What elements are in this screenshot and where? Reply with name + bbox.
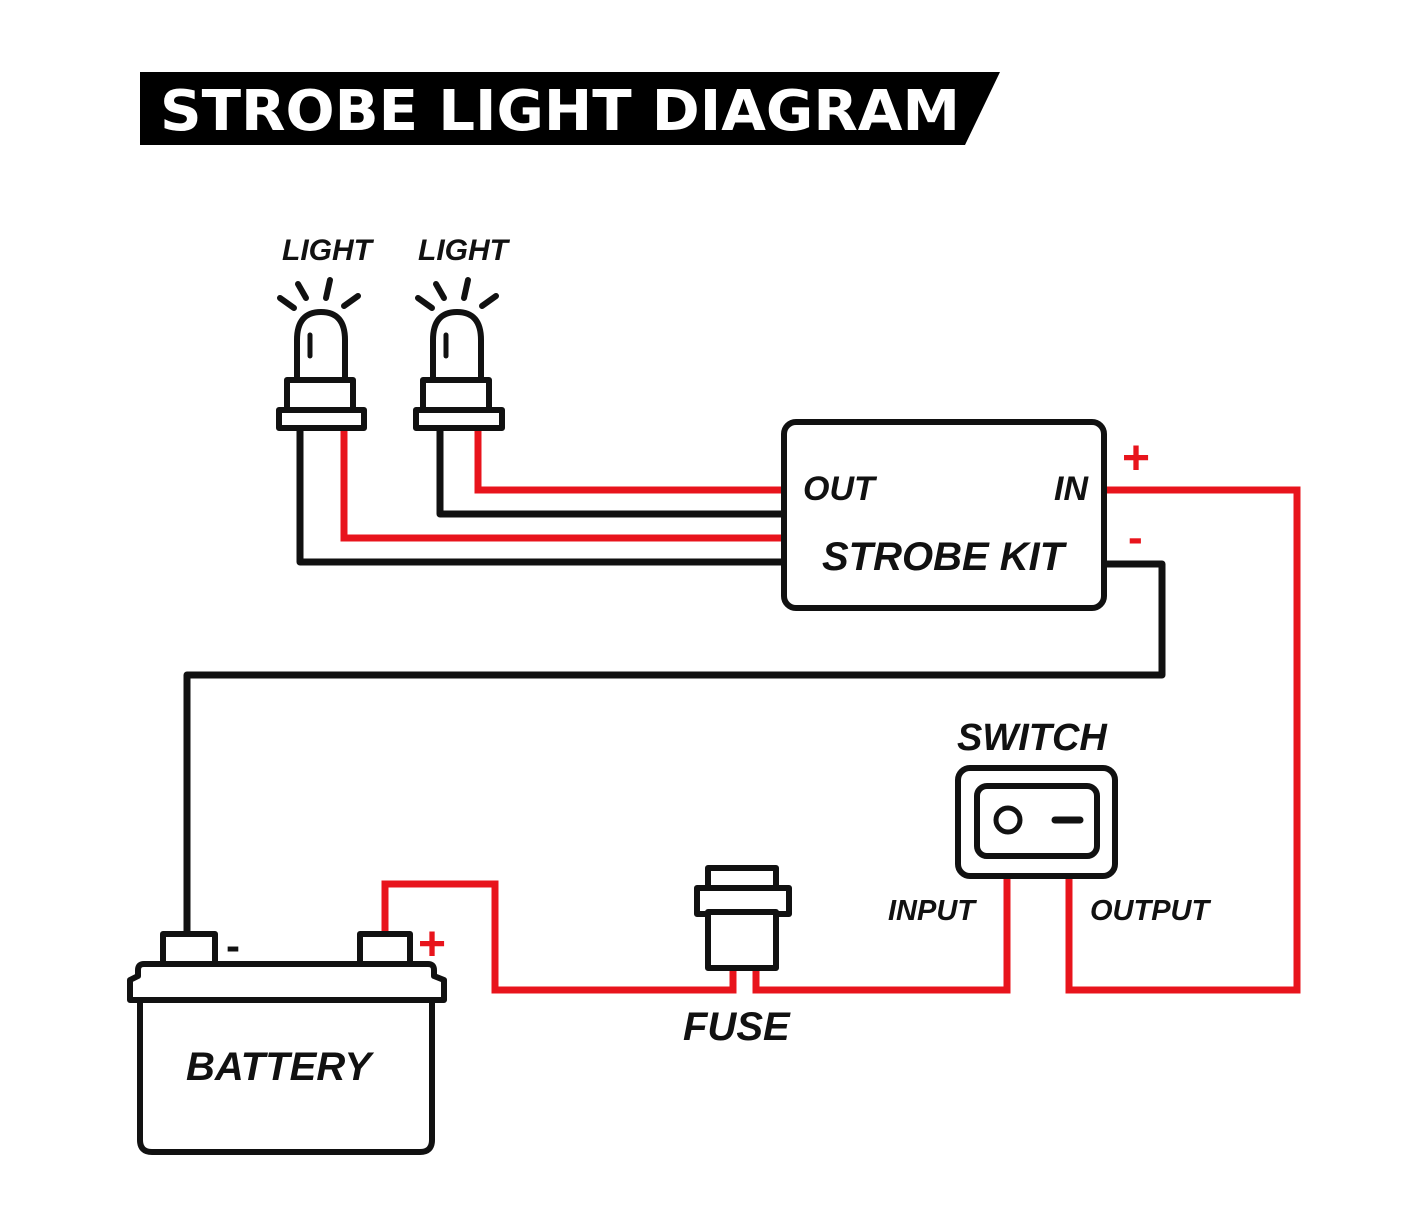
light-2-socket bbox=[420, 377, 492, 413]
battery-negative-terminal bbox=[160, 931, 218, 967]
wire-light1-negative bbox=[296, 424, 789, 566]
battery: BATTERY - + bbox=[127, 918, 447, 1155]
battery-lid bbox=[127, 961, 447, 1003]
light-1-label: LIGHT bbox=[282, 234, 375, 267]
wire-battery-positive-to-fuse bbox=[381, 880, 737, 994]
strobe-kit-plus-sign: + bbox=[1122, 432, 1150, 485]
switch-off-circle-icon bbox=[993, 805, 1023, 835]
strobe-kit-box bbox=[781, 419, 1107, 611]
light-1-socket bbox=[284, 377, 356, 413]
switch-input-label: INPUT bbox=[888, 895, 977, 927]
light-1-bulb-icon bbox=[294, 309, 348, 383]
light-2: LIGHT bbox=[413, 234, 511, 431]
wire-light1-positive bbox=[340, 424, 789, 542]
battery-label: BATTERY bbox=[186, 1045, 375, 1089]
fuse-label: FUSE bbox=[683, 1005, 791, 1049]
wire-kit-negative-to-battery bbox=[183, 560, 1166, 940]
switch-label: SWITCH bbox=[957, 717, 1108, 759]
wire-switch-output-to-kit bbox=[1065, 486, 1301, 994]
switch-rocker bbox=[974, 783, 1100, 859]
light-2-rays-icon bbox=[415, 277, 499, 311]
battery-minus-sign: - bbox=[226, 922, 240, 969]
title-banner-shape bbox=[140, 72, 1000, 145]
light-1-base bbox=[276, 407, 367, 431]
wire-fuse-to-switch-input bbox=[752, 874, 1011, 994]
strobe-kit: OUT IN STROBE KIT + - bbox=[781, 419, 1150, 611]
wire-light2-positive bbox=[474, 424, 789, 494]
fuse: FUSE bbox=[683, 865, 792, 1049]
battery-plus-sign: + bbox=[418, 918, 446, 971]
wire-light2-negative bbox=[436, 424, 789, 518]
strobe-kit-in-label: IN bbox=[1054, 470, 1089, 508]
strobe-kit-out-label: OUT bbox=[803, 470, 878, 508]
title-banner: STROBE LIGHT DIAGRAM bbox=[140, 72, 1000, 145]
light-1: LIGHT bbox=[276, 234, 375, 431]
fuse-body bbox=[705, 909, 779, 971]
light-2-label: LIGHT bbox=[418, 234, 511, 267]
strobe-kit-minus-sign: - bbox=[1128, 513, 1143, 562]
light-1-rays-icon bbox=[277, 277, 361, 311]
battery-body bbox=[137, 997, 435, 1155]
light-2-bulb-icon bbox=[430, 309, 484, 383]
diagram-title: STROBE LIGHT DIAGRAM bbox=[160, 79, 960, 144]
light-2-base bbox=[413, 407, 505, 431]
battery-positive-terminal bbox=[357, 931, 413, 967]
strobe-kit-label: STROBE KIT bbox=[822, 535, 1068, 579]
rocker-switch: SWITCH INPUT OUTPUT bbox=[888, 717, 1212, 927]
switch-output-label: OUTPUT bbox=[1090, 895, 1212, 927]
